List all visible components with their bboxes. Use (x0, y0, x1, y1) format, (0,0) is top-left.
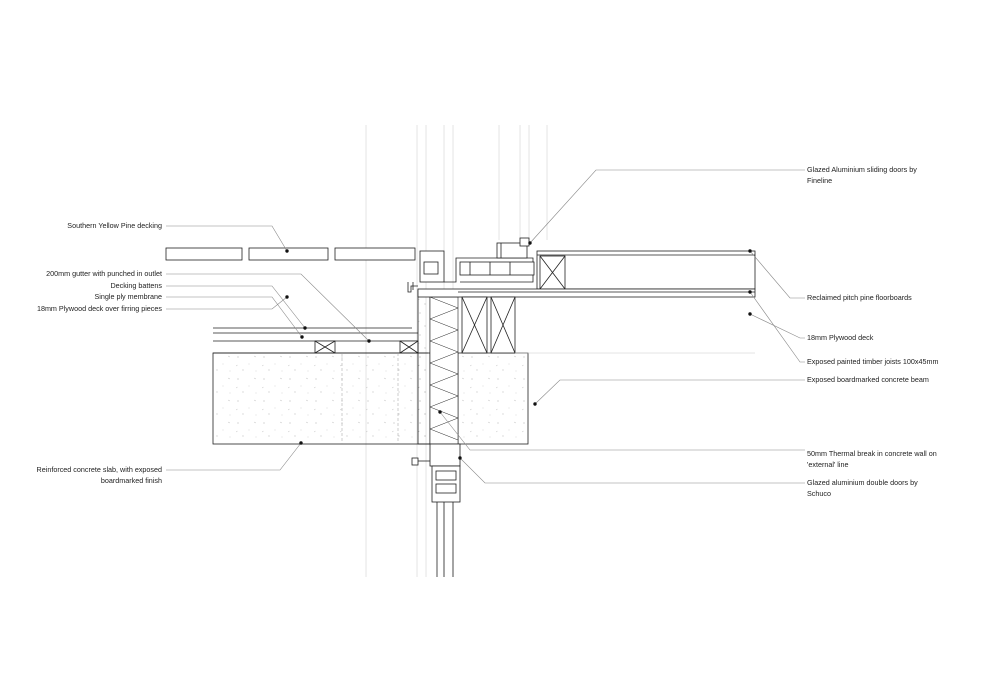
label-reinforced-slab-line1: Reinforced concrete slab, with exposed (36, 465, 162, 474)
sliding-door-frame (419, 237, 535, 283)
label-concrete-beam: Exposed boardmarked concrete beam (807, 375, 929, 384)
label-southern-yellow-pine-decking: Southern Yellow Pine decking (67, 221, 162, 230)
label-thermal-break-line2: 'external' line (807, 460, 849, 469)
leader-dots (285, 241, 752, 460)
label-gutter: 200mm gutter with punched in outlet (46, 269, 162, 278)
label-double-doors-line1: Glazed aluminium double doors by (807, 478, 918, 487)
label-decking-battens: Decking battens (110, 281, 162, 290)
label-sliding-doors-line2: Fineline (807, 176, 833, 185)
label-plywood-over-firring: 18mm Plywood deck over firring pieces (36, 304, 162, 313)
leader-lines-left (166, 225, 370, 471)
label-reinforced-slab-line2: boardmarked finish (100, 476, 162, 485)
decking-boards (165, 247, 416, 261)
gutter (407, 282, 418, 293)
timber-joists (461, 296, 516, 354)
leader-lines-right (439, 169, 805, 484)
external-roof-buildup (213, 327, 428, 354)
label-timber-joists: Exposed painted timber joists 100x45mm (807, 357, 939, 366)
thermal-break-insulation (429, 296, 459, 445)
double-door-frame (411, 443, 461, 577)
label-sliding-doors-line1: Glazed Aluminium sliding doors by (807, 165, 917, 174)
label-reclaimed-floorboards: Reclaimed pitch pine floorboards (807, 293, 912, 302)
concrete-slab (212, 352, 431, 445)
concrete-wall (417, 289, 529, 445)
label-thermal-break-line1: 50mm Thermal break in concrete wall on (807, 449, 937, 458)
label-double-doors-line2: Schuco (807, 489, 831, 498)
label-single-ply-membrane: Single ply membrane (94, 292, 162, 301)
label-plywood-deck: 18mm Plywood deck (807, 333, 874, 342)
internal-floor (417, 250, 756, 298)
